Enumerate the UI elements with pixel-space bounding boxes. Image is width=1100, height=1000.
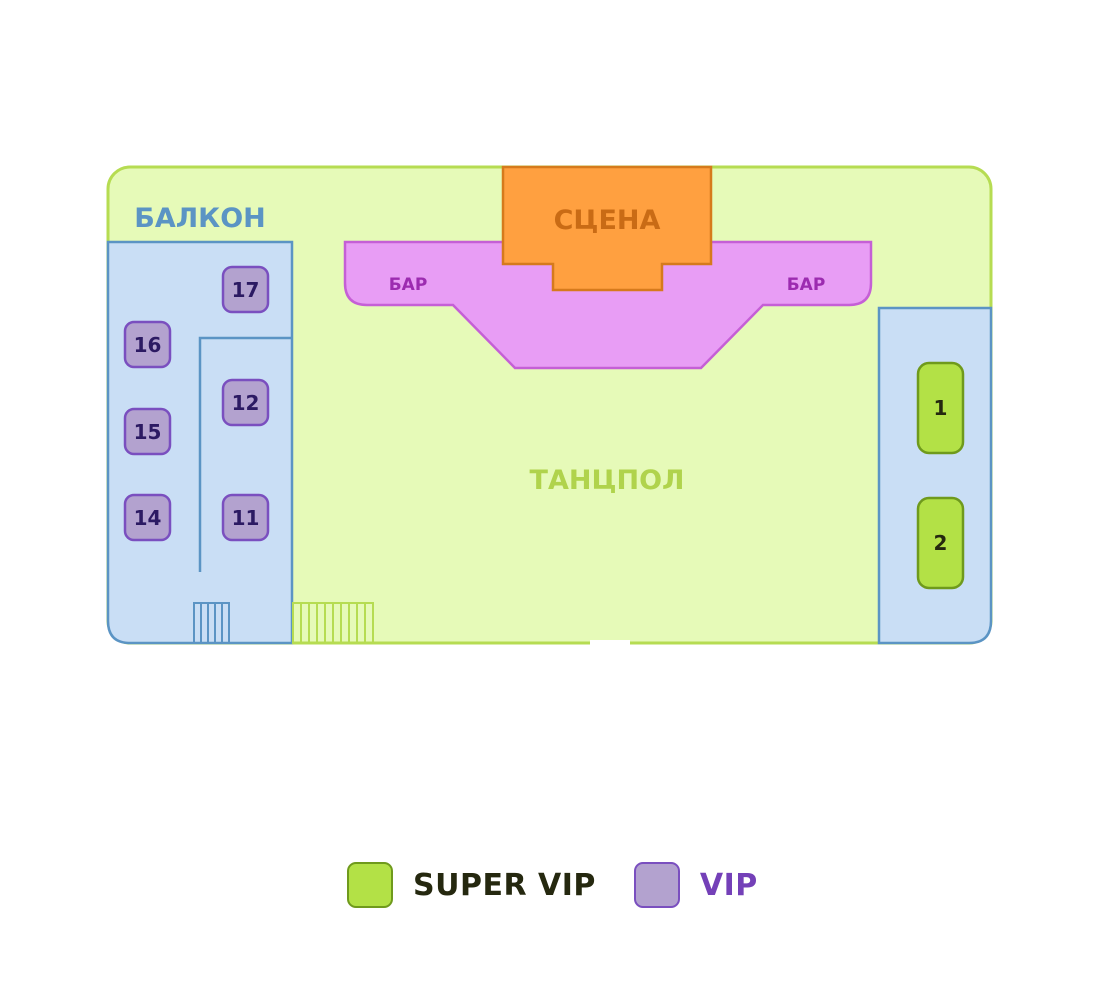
- legend-super-vip-label: SUPER VIP: [413, 867, 596, 903]
- table-number: 17: [232, 278, 260, 302]
- floor-stairs: [292, 602, 374, 644]
- balcony-stairs: [193, 602, 230, 644]
- super-vip-table-2[interactable]: 2: [916, 496, 965, 590]
- legend-vip-label: VIP: [699, 867, 758, 903]
- table-number: 2: [934, 531, 948, 555]
- vip-table-16[interactable]: 16: [123, 320, 172, 369]
- entrance-gap: [590, 640, 630, 646]
- stage-label: СЦЕНА: [554, 205, 661, 236]
- dancefloor-label: ТАНЦПОЛ: [530, 465, 685, 496]
- table-number: 14: [134, 506, 162, 530]
- balcony-divider: [198, 336, 292, 572]
- vip-swatch: [633, 862, 680, 908]
- table-number: 12: [232, 391, 260, 415]
- vip-table-15[interactable]: 15: [123, 407, 172, 456]
- legend-vip: VIP: [633, 862, 758, 908]
- legend: SUPER VIP VIP: [347, 860, 758, 910]
- bar-left-label: БАР: [389, 275, 428, 295]
- bar-counter: [343, 240, 873, 370]
- table-number: 1: [934, 396, 948, 420]
- vip-table-11[interactable]: 11: [221, 493, 270, 542]
- super-vip-table-1[interactable]: 1: [916, 361, 965, 455]
- super-vip-swatch: [347, 862, 393, 908]
- table-number: 16: [134, 333, 162, 357]
- vip-table-14[interactable]: 14: [123, 493, 172, 542]
- stage: [501, 165, 713, 292]
- table-number: 15: [134, 420, 162, 444]
- legend-super-vip: SUPER VIP: [347, 862, 596, 908]
- super-vip-area: [877, 306, 993, 645]
- table-number: 11: [232, 506, 260, 530]
- balcony-label: БАЛКОН: [134, 203, 266, 234]
- vip-table-12[interactable]: 12: [221, 378, 270, 427]
- vip-table-17[interactable]: 17: [221, 265, 270, 314]
- bar-right-label: БАР: [787, 275, 826, 295]
